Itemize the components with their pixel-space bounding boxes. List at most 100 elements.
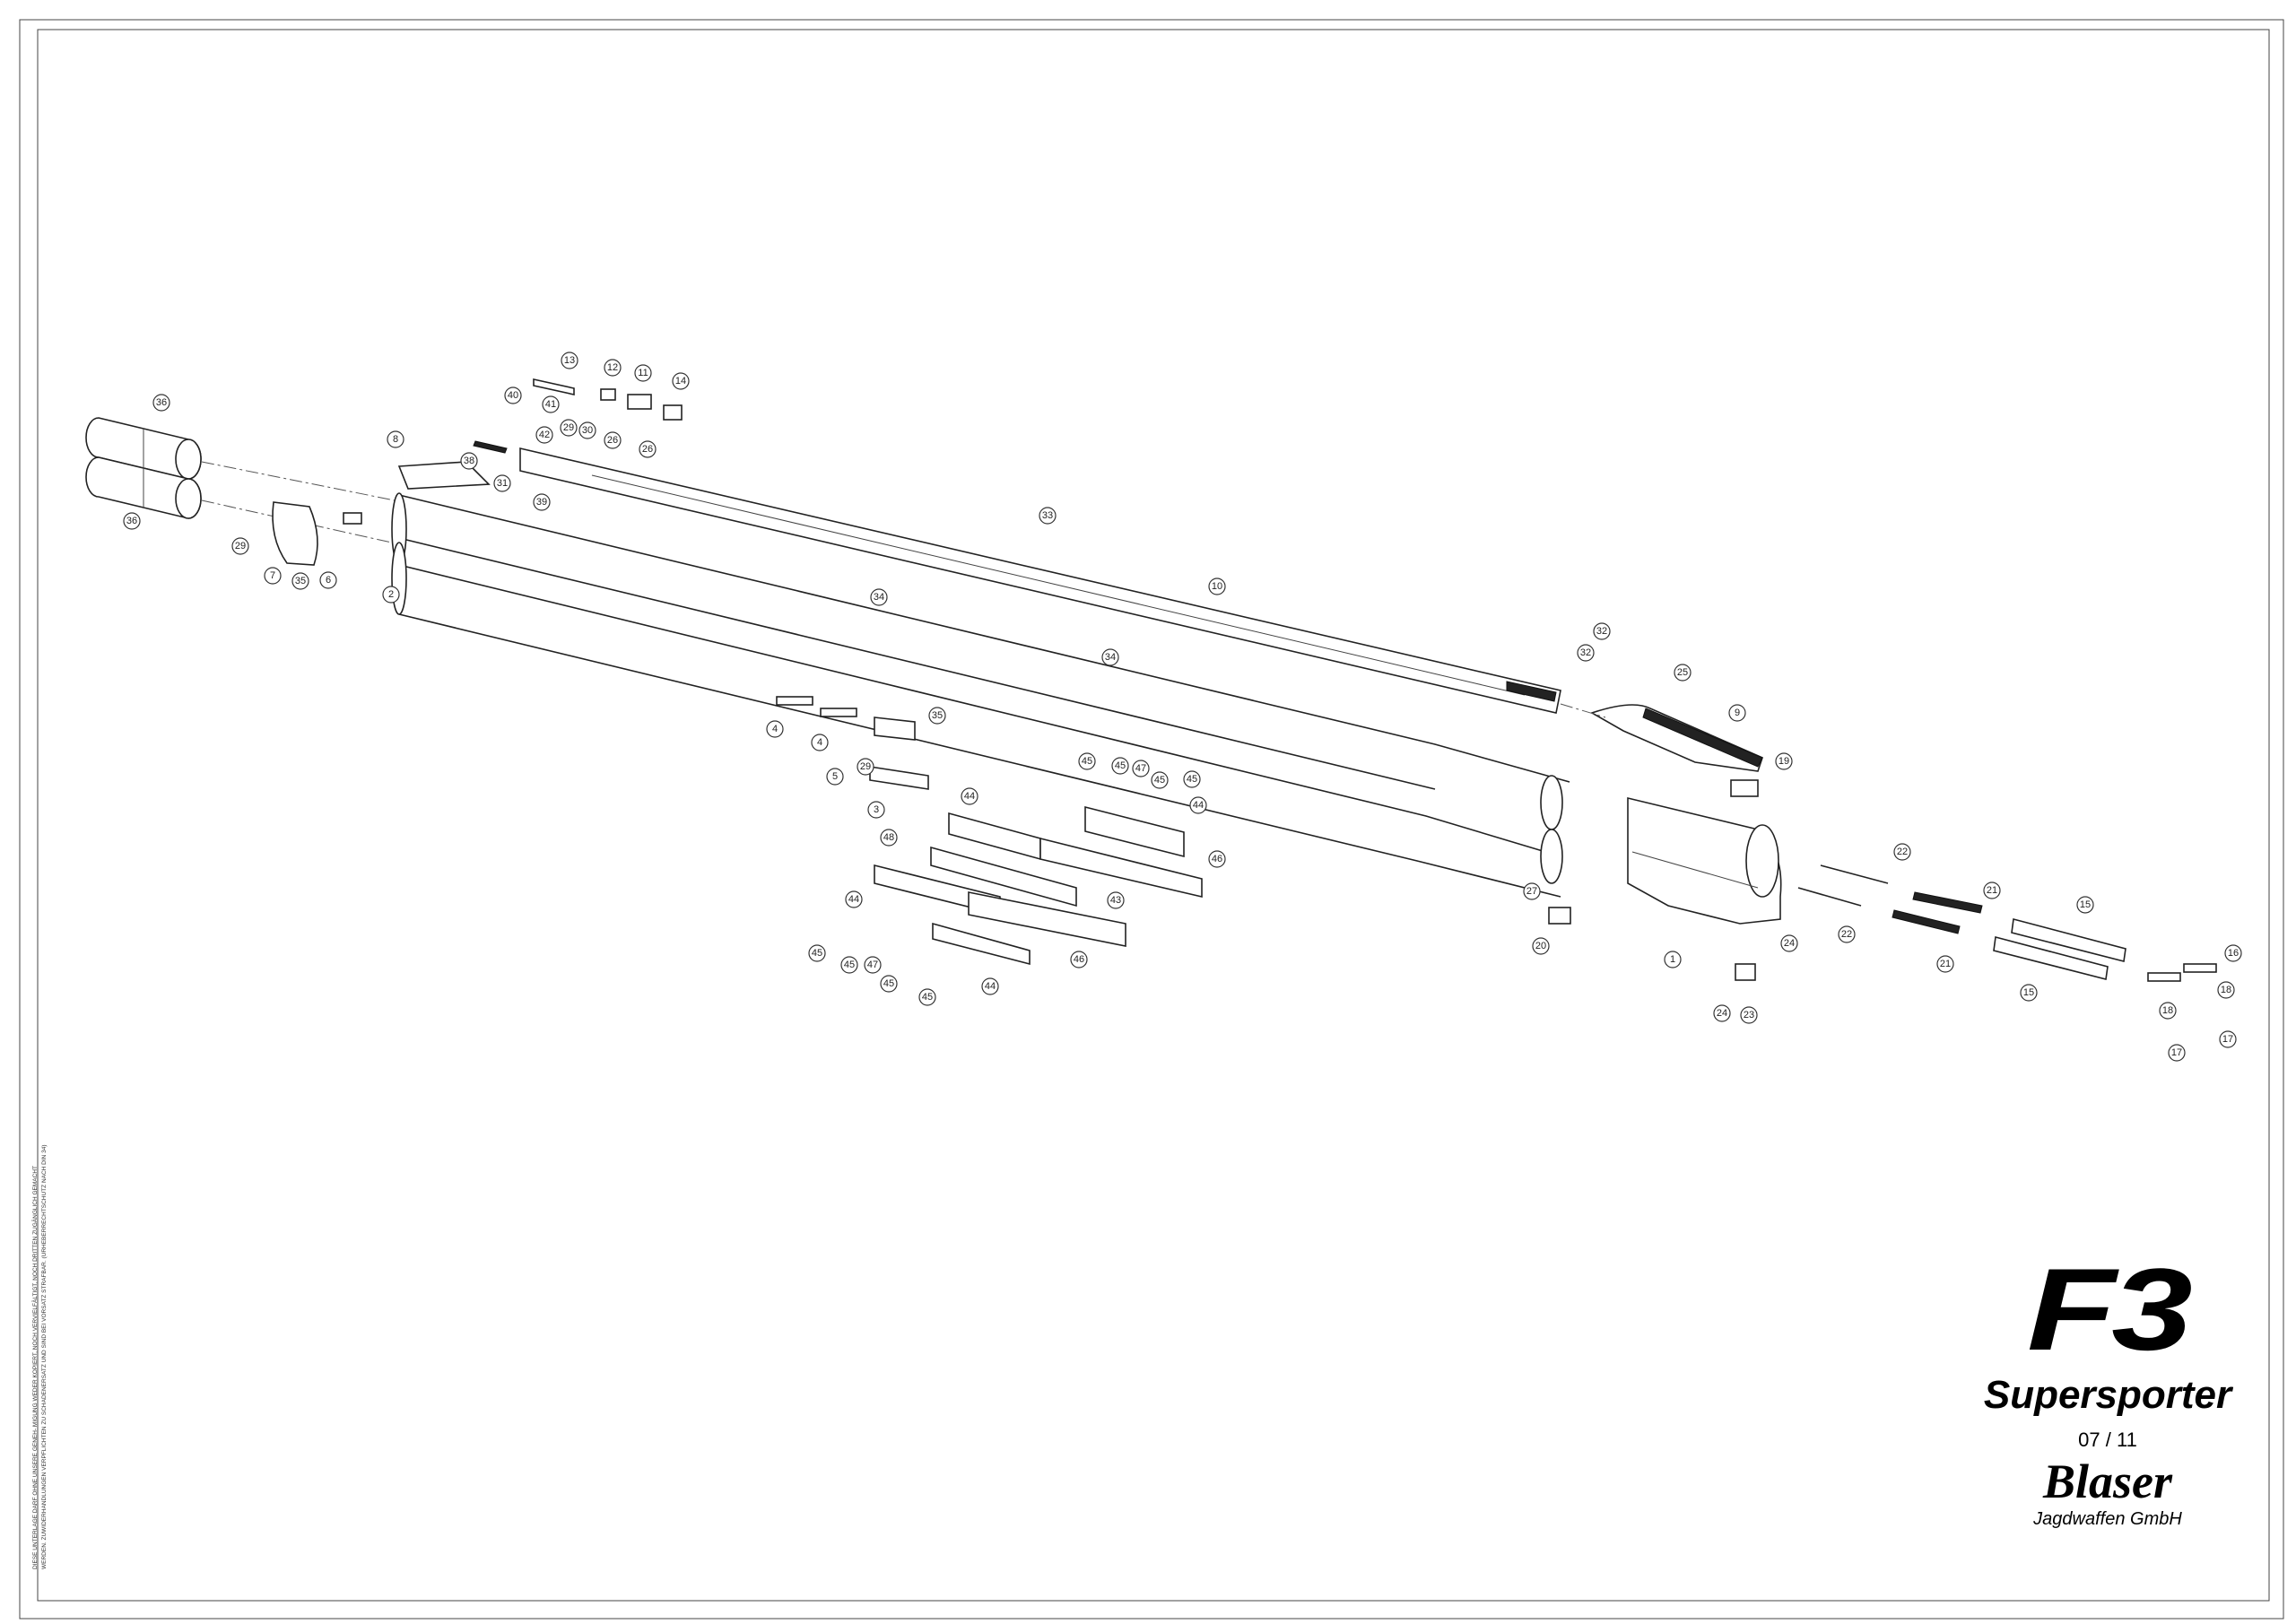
callout-circle (291, 572, 309, 590)
callout-number: 10 (1212, 581, 1222, 592)
callout-number: 43 (1110, 895, 1121, 906)
callout-number: 15 (2023, 987, 2034, 998)
callout-circle (918, 988, 936, 1006)
callout-part-46: 46 (1070, 951, 1088, 968)
pin-16 (2147, 972, 2181, 982)
callout-number: 47 (1135, 763, 1146, 774)
callout-circle (981, 977, 999, 995)
callout-part-2: 2 (382, 586, 400, 604)
title-block: F3 Supersporter 07 / 11 Blaser Jagdwaffe… (1955, 1246, 2260, 1530)
callout-circle (1936, 955, 1954, 973)
callout-number: 35 (932, 710, 943, 721)
callout-part-4: 4 (766, 720, 784, 738)
callout-number: 4 (772, 724, 778, 734)
callout-number: 33 (1042, 510, 1053, 521)
callout-circle (560, 419, 578, 437)
callout-part-12: 12 (604, 359, 622, 377)
callout-circle (1208, 578, 1226, 595)
callout-circle (1593, 622, 1611, 640)
callout-circle (1070, 951, 1088, 968)
callout-circle (152, 394, 170, 412)
callout-part-36: 36 (123, 512, 141, 530)
callout-circle (1780, 934, 1798, 952)
callout-number: 30 (582, 425, 593, 436)
callout-part-15: 15 (2020, 984, 2038, 1002)
callout-circle (1111, 757, 1129, 775)
callout-number: 35 (295, 576, 306, 586)
callout-number: 17 (2171, 1047, 2182, 1058)
callout-number: 40 (508, 390, 518, 401)
manufacturer-logo: Blaser (2042, 1455, 2173, 1508)
callout-number: 21 (1987, 885, 1997, 896)
callout-part-33: 33 (1039, 507, 1057, 525)
top-lever (1590, 704, 1763, 772)
callout-part-45: 45 (918, 988, 936, 1006)
callout-part-44: 44 (1189, 796, 1207, 814)
callout-number: 11 (638, 368, 648, 378)
callout-part-35: 35 (291, 572, 309, 590)
callout-number: 24 (1717, 1008, 1727, 1019)
callout-circle (1674, 664, 1692, 682)
callout-circle (1532, 937, 1550, 955)
callout-part-27: 27 (1523, 882, 1541, 900)
callout-part-26: 26 (604, 431, 622, 449)
callout-circle (1523, 882, 1541, 900)
callout-circle (808, 944, 826, 962)
callout-number: 36 (126, 516, 137, 526)
callout-circle (880, 975, 898, 993)
callout-part-15: 15 (2076, 896, 2094, 914)
callout-number: 39 (536, 497, 547, 508)
callout-number: 12 (607, 362, 618, 373)
callout-part-45: 45 (1183, 770, 1201, 788)
callout-number: 29 (563, 422, 574, 433)
callout-number: 19 (1779, 756, 1789, 767)
callout-circle (493, 474, 511, 492)
callout-number: 44 (985, 981, 996, 992)
callout-part-32: 32 (1577, 644, 1595, 662)
callout-number: 13 (564, 355, 575, 366)
callout-number: 15 (2080, 899, 2091, 910)
callout-circle (1577, 644, 1595, 662)
callout-circle (928, 707, 946, 725)
barrel-band (272, 501, 318, 566)
callout-number: 24 (1784, 938, 1795, 949)
callout-number: 20 (1535, 941, 1546, 951)
callout-circle (1107, 891, 1125, 909)
pin-16 (2183, 963, 2217, 973)
callout-part-42: 42 (535, 426, 553, 444)
callout-circle (672, 372, 690, 390)
receiver (1627, 796, 1782, 925)
callout-number: 46 (1212, 854, 1222, 864)
callout-number: 45 (844, 960, 855, 970)
callout-circle (1208, 850, 1226, 868)
callout-circle (561, 352, 578, 369)
callout-circle (604, 359, 622, 377)
callout-part-29: 29 (560, 419, 578, 437)
callout-circle (319, 571, 337, 589)
callout-circle (1713, 1004, 1731, 1022)
callout-part-9: 9 (1728, 704, 1746, 722)
inner-frame (37, 29, 2270, 1602)
callout-circle (1728, 704, 1746, 722)
callout-part-44: 44 (961, 787, 978, 805)
callout-part-29: 29 (857, 758, 874, 776)
callout-circle (604, 431, 622, 449)
callout-part-1: 1 (1664, 951, 1682, 968)
callout-circle (231, 537, 249, 555)
callout-circle (1775, 752, 1793, 770)
spring-21 (1892, 909, 1961, 934)
callout-part-6: 6 (319, 571, 337, 589)
callout-circle (1132, 760, 1150, 777)
copyright-line-2: WERDEN. ZUWIDERHANDLUNGEN VERPFLICHTEN Z… (41, 1144, 48, 1569)
part-6 (343, 512, 362, 525)
callout-part-14: 14 (672, 372, 690, 390)
callout-part-24: 24 (1780, 934, 1798, 952)
callout-number: 45 (883, 978, 894, 989)
callout-circle (2217, 981, 2235, 999)
callout-circle (1893, 843, 1911, 861)
callout-circle (123, 512, 141, 530)
callout-number: 26 (642, 444, 653, 455)
callout-part-7: 7 (264, 567, 282, 585)
spring-38 (473, 440, 508, 454)
